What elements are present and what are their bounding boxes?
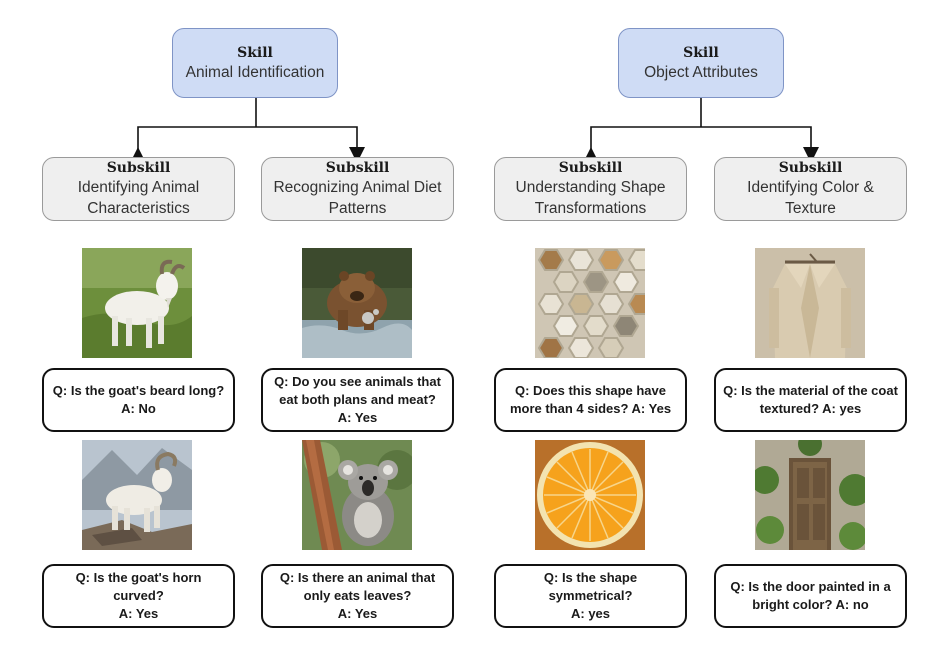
subskill-name-line: Identifying Animal — [77, 179, 200, 196]
question-box: Q: Is the goat's beard long? A: No — [42, 368, 235, 432]
question-box: Q: Is the door painted in a bright color… — [714, 564, 907, 628]
question-line: Q: Is the material of the coat — [723, 383, 898, 398]
question-line: A: No — [121, 401, 156, 416]
skill-heading: Skill — [237, 44, 273, 61]
question-line: Q: Is the goat's horn curved? — [75, 570, 202, 603]
subskill-name-line: Recognizing Animal Diet — [273, 179, 442, 196]
subskill-name-line: Understanding Shape — [515, 179, 666, 196]
orange-slice-image — [535, 440, 645, 550]
question-box: Q: Is the shape symmetrical? A: yes — [494, 564, 687, 628]
question-line: Q: Do you see animals that — [274, 374, 441, 389]
subskill-name-line: Patterns — [328, 200, 387, 217]
connector-branch-left — [130, 126, 365, 163]
subskill-understanding-shape-transformations: Subskill Understanding Shape Transformat… — [494, 157, 687, 221]
question-line: Q: Does this shape have — [515, 383, 666, 398]
goat-image — [82, 248, 192, 358]
question-box: Q: Is there an animal that only eats lea… — [261, 564, 454, 628]
koala-image — [302, 440, 412, 550]
subskill-recognizing-animal-diet-patterns: Subskill Recognizing Animal Diet Pattern… — [261, 157, 454, 221]
subskill-heading: Subskill — [106, 160, 171, 176]
door-image — [755, 440, 865, 550]
question-line: Q: Is there an animal that — [279, 570, 436, 585]
question-line: bright color? A: no — [752, 597, 869, 612]
subskill-name-line: Texture — [785, 200, 836, 217]
skill-name: Animal Identification — [185, 63, 325, 81]
question-line: A: Yes — [337, 606, 378, 621]
skill-object-attributes: Skill Object Attributes — [618, 28, 784, 98]
coat-image — [755, 248, 865, 358]
question-box: Q: Do you see animals that eat both plan… — [261, 368, 454, 432]
question-box: Q: Is the material of the coat textured?… — [714, 368, 907, 432]
hexagon-tiles-image — [535, 248, 645, 358]
question-line: Q: Is the door painted in a — [730, 579, 891, 594]
subskill-identifying-color-texture: Subskill Identifying Color & Texture — [714, 157, 907, 221]
question-line: textured? A: yes — [759, 401, 862, 416]
connector-branch-right — [583, 126, 819, 163]
question-line: eat both plans and meat? — [279, 392, 436, 407]
subskill-name-line: Identifying Color & — [747, 179, 874, 196]
question-box: Q: Does this shape have more than 4 side… — [494, 368, 687, 432]
subskill-name-line: Characteristics — [87, 200, 190, 217]
subskill-name-line: Transformations — [534, 200, 647, 217]
skill-name: Object Attributes — [644, 63, 758, 81]
question-line: A: yes — [570, 606, 611, 621]
question-line: A: Yes — [118, 606, 159, 621]
question-line: Q: Is the shape symmetrical? — [543, 570, 638, 603]
question-line: only eats leaves? — [303, 588, 412, 603]
skill-animal-identification: Skill Animal Identification — [172, 28, 338, 98]
question-line: Q: Is the goat's beard long? — [52, 383, 225, 398]
subskill-heading: Subskill — [778, 160, 843, 176]
subskill-heading: Subskill — [325, 160, 390, 176]
question-box: Q: Is the goat's horn curved? A: Yes — [42, 564, 235, 628]
question-line: A: Yes — [337, 410, 378, 425]
subskill-identifying-animal-characteristics: Subskill Identifying Animal Characterist… — [42, 157, 235, 221]
mountain-goat-image — [82, 440, 192, 550]
question-line: more than 4 sides? A: Yes — [509, 401, 672, 416]
bear-image — [302, 248, 412, 358]
subskill-heading: Subskill — [558, 160, 623, 176]
skill-heading: Skill — [683, 44, 719, 61]
